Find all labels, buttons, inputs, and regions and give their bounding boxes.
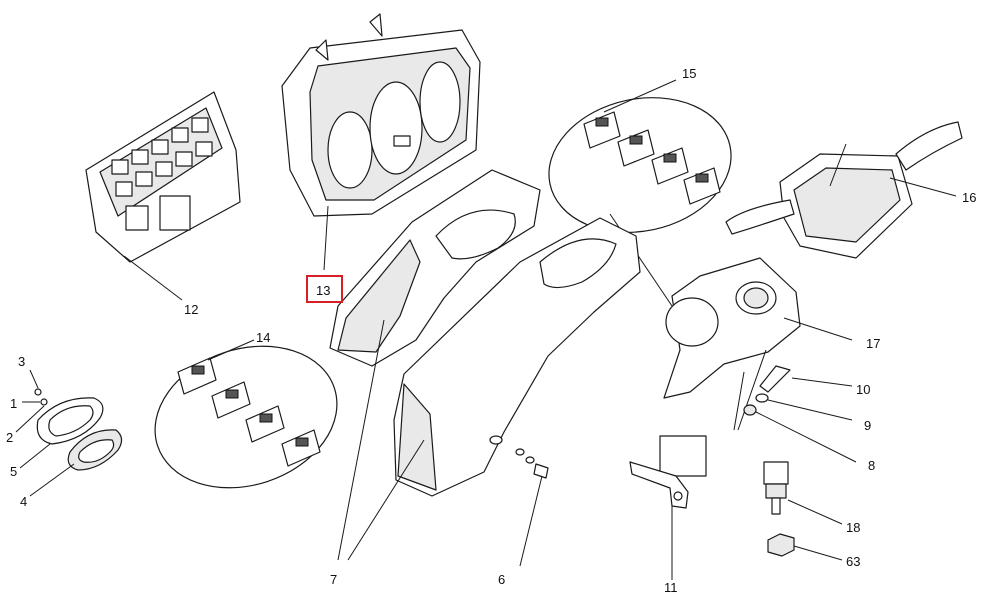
callout-label-17: 17 xyxy=(866,336,880,351)
gasket-part-4[interactable] xyxy=(29,429,123,497)
callout-label-18: 18 xyxy=(846,520,860,535)
bracket-part-11[interactable] xyxy=(629,435,707,580)
callout-label-2: 2 xyxy=(6,430,13,445)
washer-part-1[interactable] xyxy=(22,398,48,406)
callout-label-15: 15 xyxy=(682,66,696,81)
callout-label-9: 9 xyxy=(864,418,871,433)
combination-switch[interactable] xyxy=(725,121,963,259)
callout-label-3: 3 xyxy=(18,354,25,369)
ignition-switch-bracket[interactable] xyxy=(663,257,853,431)
callout-label-63: 63 xyxy=(846,554,860,569)
instrument-cluster[interactable] xyxy=(281,13,481,271)
callout-label-7: 7 xyxy=(330,572,337,587)
column-shroud-lower[interactable] xyxy=(337,217,641,561)
sensor-part-18[interactable] xyxy=(763,461,843,525)
callout-label-4: 4 xyxy=(20,494,27,509)
small-bolt-part-3[interactable] xyxy=(29,369,42,396)
callout-label-5: 5 xyxy=(10,464,17,479)
nut-part-8[interactable] xyxy=(743,404,857,463)
callout-label-11: 11 xyxy=(664,580,678,592)
screw-part-6[interactable] xyxy=(515,448,549,567)
callout-label-13: 13 xyxy=(316,283,330,298)
washer-part-9[interactable] xyxy=(755,393,853,421)
column-shroud-upper[interactable] xyxy=(329,169,541,367)
bolt-part-10[interactable] xyxy=(759,365,853,393)
callout-label-8: 8 xyxy=(868,458,875,473)
fuse-relay-box[interactable] xyxy=(85,91,241,301)
callout-label-16: 16 xyxy=(962,190,976,205)
nut-part-63[interactable] xyxy=(767,533,843,561)
switch-group-right[interactable] xyxy=(536,79,743,307)
bezel-part-5[interactable] xyxy=(19,397,104,469)
callout-label-12: 12 xyxy=(184,302,198,317)
callout-label-14: 14 xyxy=(256,330,270,345)
callout-label-6: 6 xyxy=(498,572,505,587)
switch-group-left[interactable] xyxy=(137,324,356,511)
callout-label-1: 1 xyxy=(10,396,17,411)
selected-callout-13[interactable]: 13 xyxy=(306,275,343,303)
highlight-box xyxy=(306,275,343,303)
plate-part-2[interactable] xyxy=(15,405,45,433)
callout-label-10: 10 xyxy=(856,382,870,397)
